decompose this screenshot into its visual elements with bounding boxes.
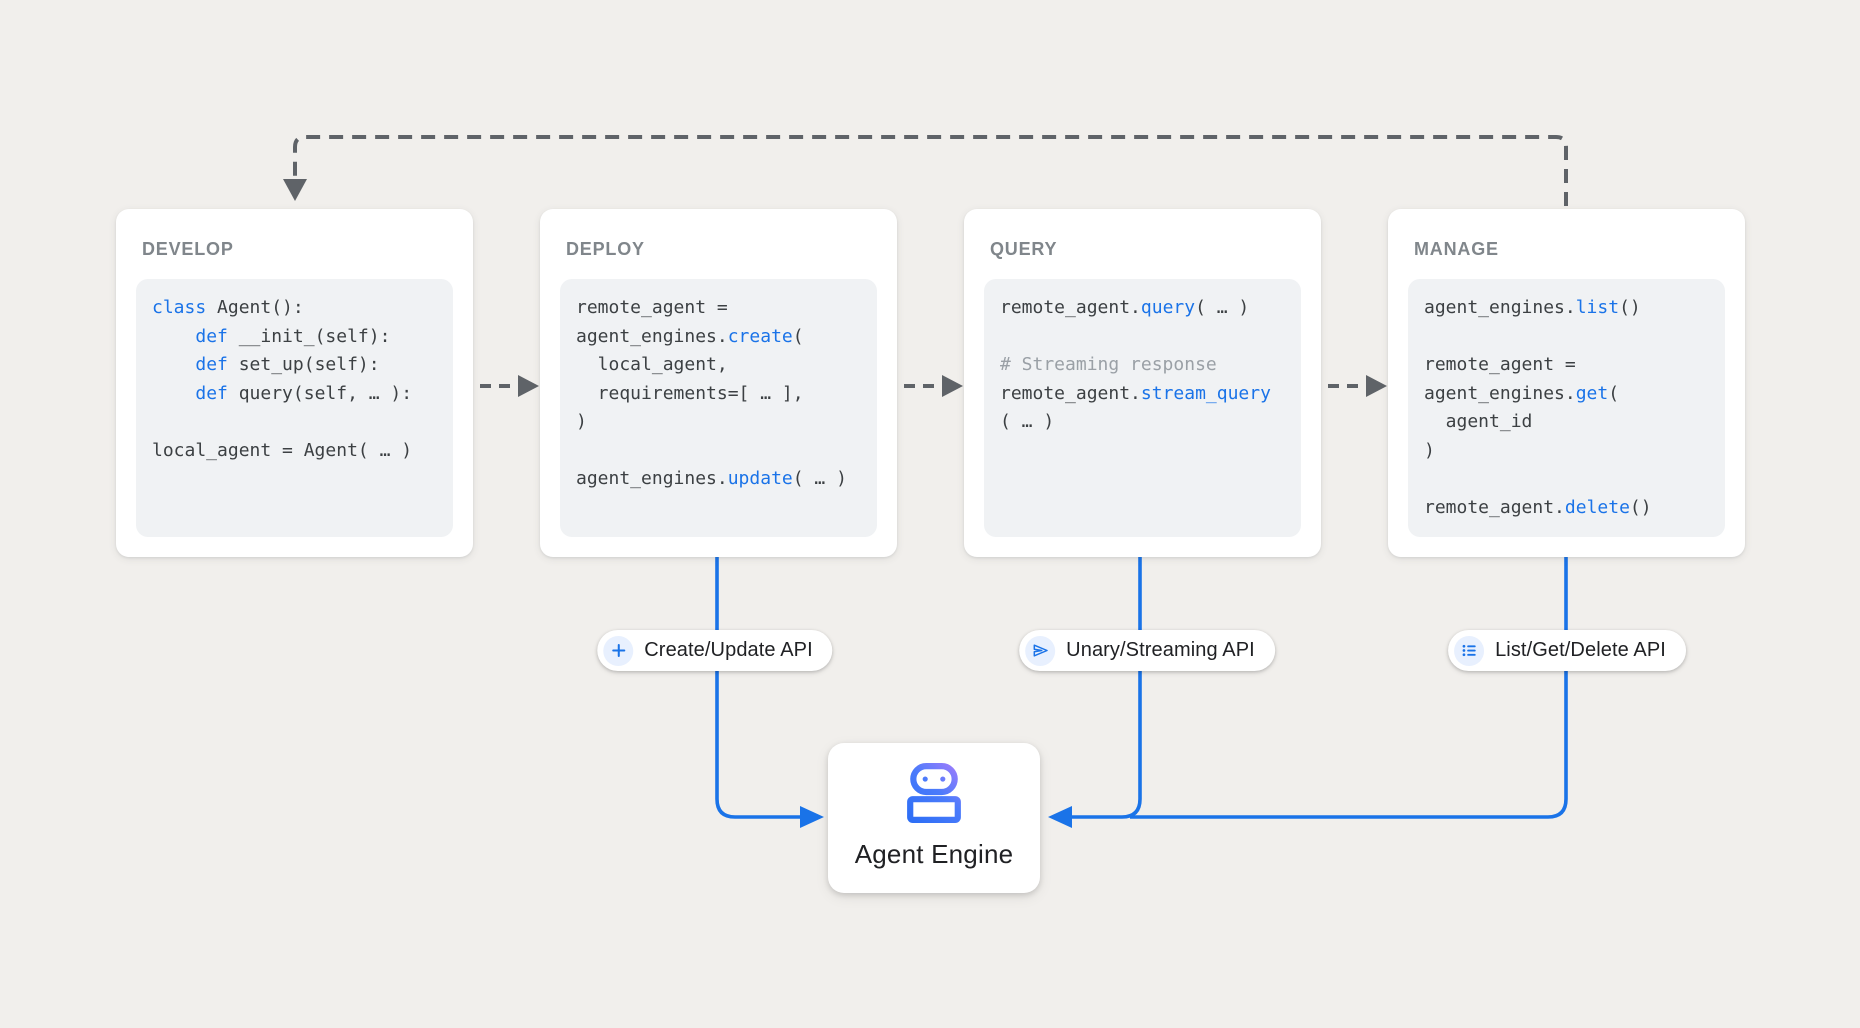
code-block-query: remote_agent.query( … ) # Streaming resp…	[984, 279, 1301, 537]
line-manage-to-engine	[1130, 556, 1568, 819]
pill-label: Unary/Streaming API	[1066, 639, 1255, 661]
agent-engine-label: Agent Engine	[854, 839, 1014, 869]
code-block-develop: class Agent(): def __init_(self): def se…	[136, 279, 453, 537]
pill-label: List/Get/Delete API	[1495, 639, 1666, 661]
pill-list-get-delete-api: List/Get/Delete API	[1448, 630, 1686, 671]
agent-engine-node: Agent Engine	[828, 743, 1040, 893]
card-manage: MANAGE agent_engines.list() remote_agent…	[1388, 209, 1745, 557]
code-block-manage: agent_engines.list() remote_agent = agen…	[1408, 279, 1725, 537]
engine-right-arrowhead	[1048, 806, 1072, 828]
send-icon	[1025, 635, 1056, 666]
loop-dashed-line	[293, 135, 1568, 206]
pill-unary-streaming-api: Unary/Streaming API	[1019, 630, 1275, 671]
pill-label: Create/Update API	[644, 639, 813, 661]
code-block-deploy: remote_agent = agent_engines.create( loc…	[560, 279, 877, 537]
engine-left-arrowhead	[800, 806, 824, 828]
pill-create-update-api: Create/Update API	[597, 630, 833, 671]
code-develop: class Agent(): def __init_(self): def se…	[152, 297, 413, 461]
line-query-to-engine	[1072, 556, 1142, 819]
robot-icon	[907, 763, 961, 828]
card-query: QUERY remote_agent.query( … ) # Streamin…	[964, 209, 1321, 557]
card-title-query: QUERY	[990, 239, 1058, 259]
loop-arrowhead-down	[283, 179, 307, 201]
card-deploy: DEPLOY remote_agent = agent_engines.crea…	[540, 209, 897, 557]
line-deploy-to-engine	[715, 556, 800, 819]
card-title-develop: DEVELOP	[142, 239, 234, 259]
list-icon	[1454, 635, 1485, 666]
code-manage: agent_engines.list() remote_agent = agen…	[1424, 297, 1652, 518]
plus-icon	[603, 635, 634, 666]
card-develop: DEVELOP class Agent(): def __init_(self)…	[116, 209, 473, 557]
card-title-manage: MANAGE	[1414, 239, 1499, 259]
code-query: remote_agent.query( … ) # Streaming resp…	[1000, 297, 1271, 432]
code-deploy: remote_agent = agent_engines.create( loc…	[576, 297, 847, 489]
card-title-deploy: DEPLOY	[566, 239, 645, 259]
